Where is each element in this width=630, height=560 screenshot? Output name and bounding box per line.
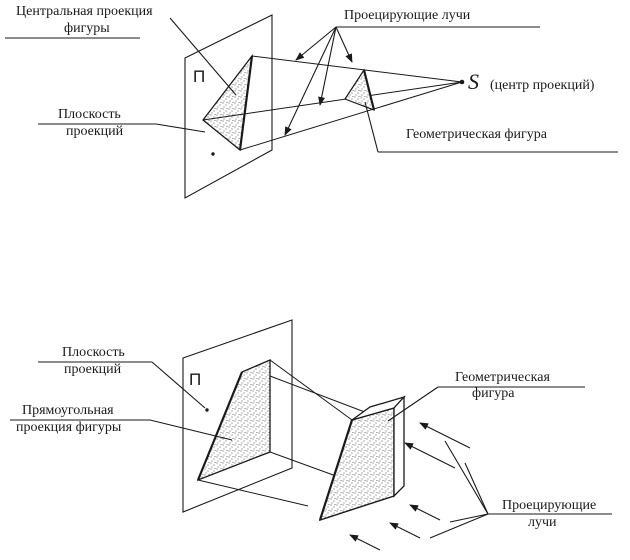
label-rect-projection-1: Прямоугольная bbox=[22, 403, 114, 418]
leader-figure-top bbox=[364, 101, 379, 153]
leader-figure-bottom bbox=[387, 386, 439, 422]
label-plane-bottom-1: Плоскость bbox=[62, 345, 125, 360]
geometric-figure-bottom-side bbox=[393, 395, 405, 498]
ray-arrow-bottom-4 bbox=[389, 522, 421, 539]
rectangular-projection-edge bbox=[196, 371, 244, 481]
geometric-figure-bottom-face bbox=[318, 407, 395, 522]
central-projection-shape bbox=[202, 53, 253, 152]
label-plane-top-1: Плоскость bbox=[58, 107, 121, 122]
plane-letter-bottom: П bbox=[189, 370, 201, 389]
ray-arrow-top-1 bbox=[295, 26, 337, 61]
leader-rays-bottom-4 bbox=[429, 513, 489, 539]
label-plane-bottom-2: проекций bbox=[64, 362, 122, 377]
label-geometric-figure-top: Геометрическая фигура bbox=[406, 127, 548, 142]
label-rect-projection-2: проекция фигуры bbox=[16, 420, 122, 435]
center-symbol: S bbox=[468, 69, 479, 94]
ray-bottom-3 bbox=[197, 479, 309, 507]
plane-point-top bbox=[211, 152, 215, 156]
ray-bottom-1 bbox=[269, 359, 353, 421]
leader-plane-top bbox=[155, 123, 206, 133]
ray-arrow-top-2 bbox=[318, 26, 337, 106]
geometric-figure-edge-top bbox=[362, 69, 376, 111]
ray-bottom-2 bbox=[269, 375, 371, 415]
label-plane-top-2: проекций bbox=[66, 124, 124, 139]
projection-plane-bottom bbox=[182, 319, 293, 513]
center-caption: (центр проекций) bbox=[490, 78, 595, 93]
plane-letter-top: П bbox=[193, 67, 205, 86]
label-central-projection-1: Центральная проекция bbox=[16, 4, 153, 19]
plane-point-bottom bbox=[205, 408, 209, 412]
central-projection-edge bbox=[238, 55, 254, 151]
ray-arrow-bottom-1 bbox=[419, 422, 471, 449]
rectangular-projection-diagram: П Плоскость проекций Прямоугольная проек… bbox=[10, 319, 612, 551]
central-projection-diagram: П S (центр проекций) Центральная проекци… bbox=[5, 4, 618, 199]
leader-rays-bottom-1 bbox=[444, 440, 489, 515]
leader-central-projection bbox=[169, 17, 237, 96]
leader-rect-projection bbox=[149, 419, 233, 441]
ray-arrow-bottom-5 bbox=[349, 534, 381, 551]
leader-plane-bottom bbox=[151, 361, 206, 409]
leader-rays-bottom-3 bbox=[449, 513, 489, 523]
label-central-projection-2: фигуры bbox=[64, 21, 110, 36]
ray-top-1 bbox=[251, 55, 463, 83]
ray-arrow-top-4 bbox=[335, 26, 353, 63]
label-geometric-figure-bottom-2: фигура bbox=[472, 386, 515, 401]
label-projecting-rays-top: Проецирующие лучи bbox=[344, 8, 471, 23]
ray-arrow-bottom-3 bbox=[409, 504, 441, 521]
ray-arrow-bottom-2 bbox=[404, 442, 456, 469]
label-projecting-rays-bottom-1: Проецирующие bbox=[502, 498, 596, 513]
projection-plane-top bbox=[184, 14, 273, 199]
ray-arrow-top-3 bbox=[284, 26, 337, 136]
ray-top-2 bbox=[202, 81, 463, 121]
rectangular-projection-shape bbox=[196, 359, 271, 482]
label-projecting-rays-bottom-2: лучи bbox=[528, 515, 557, 530]
geometric-figure-bottom-edge bbox=[318, 419, 354, 521]
projection-center-point bbox=[459, 79, 465, 85]
leader-rays-bottom-2 bbox=[464, 462, 489, 515]
ray-top-3 bbox=[239, 81, 463, 151]
label-geometric-figure-bottom-1: Геометрическая bbox=[455, 370, 550, 385]
